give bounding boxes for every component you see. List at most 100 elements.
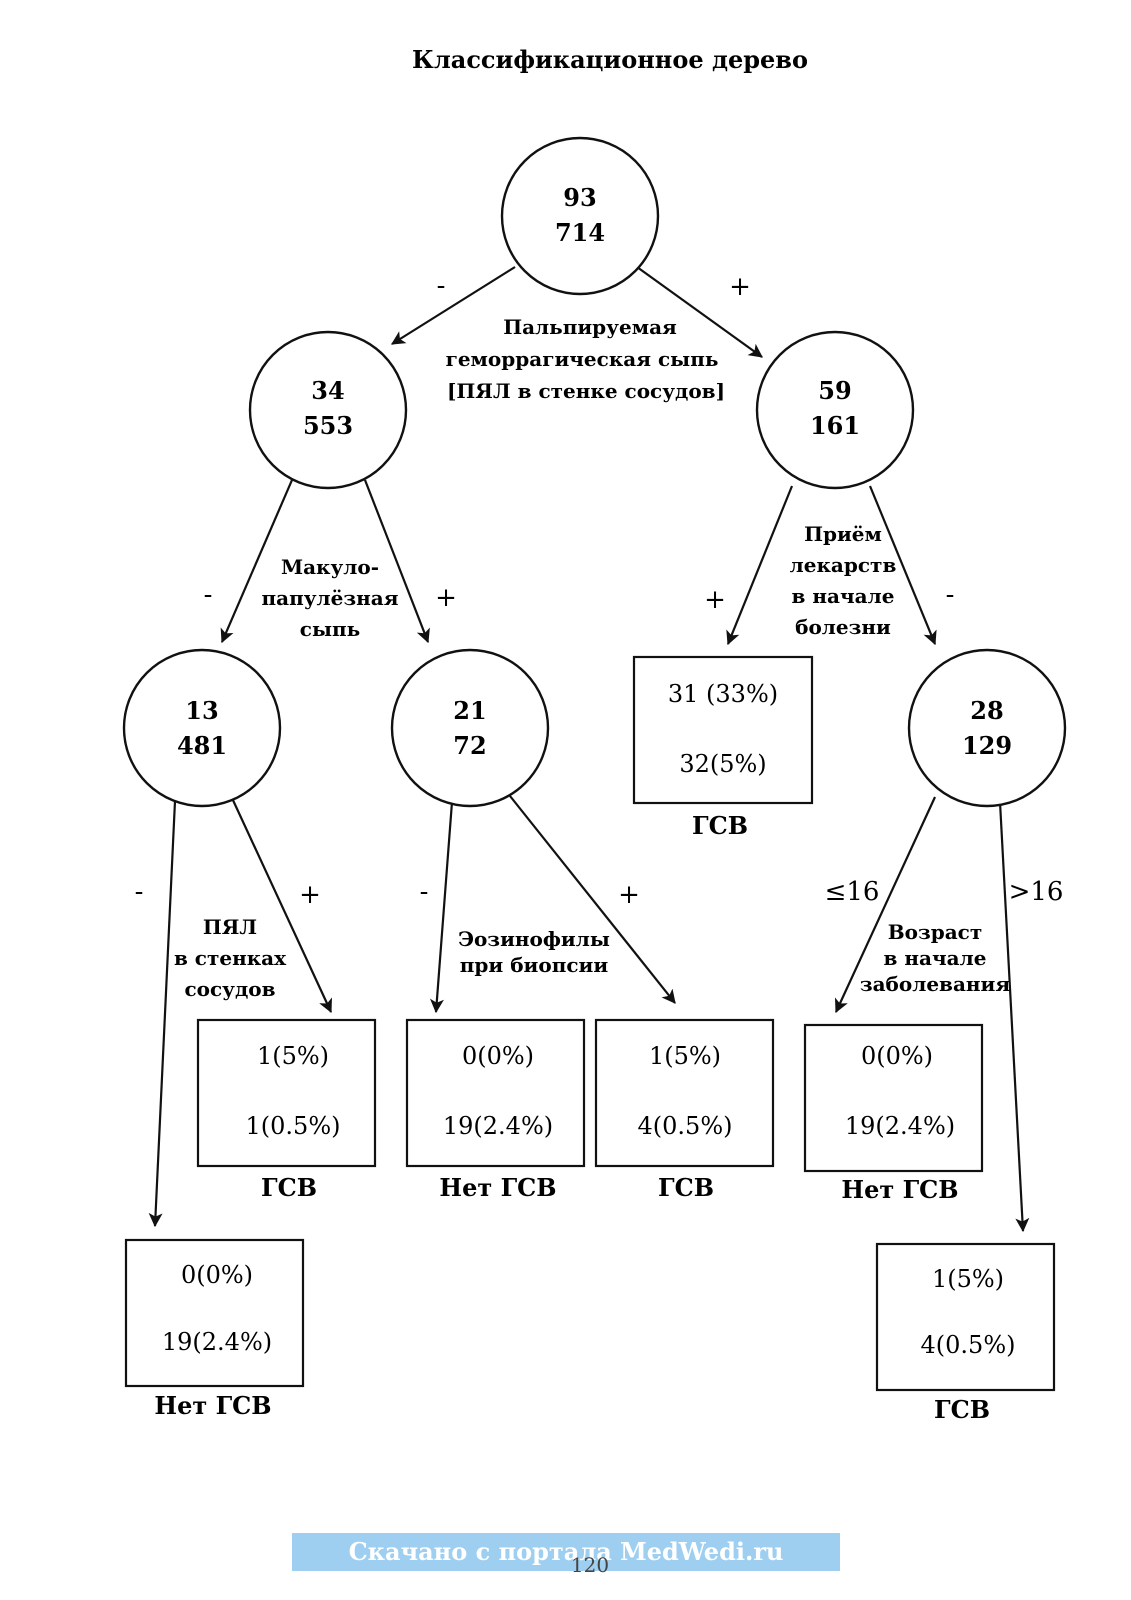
page-number: 120	[570, 1553, 610, 1577]
node-left: 34 553	[248, 330, 408, 490]
leaf-count-positive: 1(5%)	[932, 1265, 1004, 1293]
leaf-right-plus: 31 (33%) 32(5%) ГСВ	[632, 655, 814, 840]
node-left-total: 553	[303, 411, 353, 440]
leaf-rr-gt: 1(5%) 4(0.5%) ГСВ	[875, 1242, 1056, 1424]
split-label-line: в стенках	[174, 946, 287, 970]
node-right-positive: 59	[818, 376, 851, 405]
edge-sign-labels: - + - + + - - + - + ≤16 >16	[135, 271, 1064, 910]
edge-ll-plus	[231, 797, 332, 1014]
edge-label-lr-plus: +	[618, 880, 640, 910]
leaf-count-total: 19(2.4%)	[443, 1112, 553, 1140]
edge-label-root-minus: -	[437, 271, 446, 301]
node-left-left: 13 481	[122, 648, 282, 808]
split-label-line: заболевания	[860, 972, 1011, 996]
diagram-title: Классификационное дерево	[412, 45, 808, 74]
leaf-count-total: 4(0.5%)	[638, 1112, 733, 1140]
split-label-line: в начале	[792, 584, 895, 608]
edges	[148, 266, 1030, 1233]
split-label-right-right: Возраст в начале заболевания	[860, 920, 1011, 996]
split-label-line: лекарств	[790, 553, 897, 577]
split-label-left-right: Эозинофилы при биопсии	[458, 927, 610, 977]
edge-label-lr-minus: -	[420, 877, 429, 907]
edge-left-lr	[363, 479, 430, 644]
node-left-positive: 34	[311, 376, 344, 405]
edge-rr-gt	[998, 801, 1030, 1233]
edge-ll-minus	[148, 800, 177, 1228]
split-label-right: Приём лекарств в начале болезни	[790, 522, 897, 639]
node-left-right-positive: 21	[453, 696, 486, 725]
edge-label-right-minus: -	[946, 580, 955, 610]
leaf-class-label: ГСВ	[658, 1173, 714, 1202]
edge-label-rr-gt: >16	[1009, 877, 1064, 907]
node-left-right: 21 72	[390, 648, 550, 808]
node-left-left-total: 481	[177, 731, 227, 760]
split-label-line: болезни	[795, 615, 891, 639]
edge-root-left	[391, 266, 516, 345]
split-label-line: Возраст	[888, 920, 983, 944]
leaf-count-positive: 0(0%)	[861, 1042, 933, 1070]
leaf-lr-plus: 1(5%) 4(0.5%) ГСВ	[594, 1018, 775, 1202]
leaf-rr-le: 0(0%) 19(2.4%) Нет ГСВ	[803, 1023, 984, 1204]
leaf-class-label: Нет ГСВ	[154, 1391, 271, 1420]
node-right-right: 28 129	[907, 648, 1067, 808]
edge-lr-plus	[509, 795, 676, 1004]
node-right-total: 161	[810, 411, 860, 440]
leaf-count-positive: 0(0%)	[181, 1261, 253, 1289]
leaf-count-total: 4(0.5%)	[921, 1331, 1016, 1359]
split-label-line: сосудов	[184, 977, 275, 1001]
leaf-count-positive: 1(5%)	[257, 1042, 329, 1070]
node-root-positive: 93	[563, 183, 596, 212]
node-right-right-positive: 28	[970, 696, 1003, 725]
leaf-count-total: 19(2.4%)	[845, 1112, 955, 1140]
edge-right-rr	[868, 485, 937, 646]
leaf-class-label: ГСВ	[692, 811, 748, 840]
node-left-right-total: 72	[453, 731, 486, 760]
leaf-count-positive: 1(5%)	[649, 1042, 721, 1070]
leaf-ll-minus: 0(0%) 19(2.4%) Нет ГСВ	[124, 1238, 305, 1420]
node-root: 93 714	[500, 136, 660, 296]
edge-root-right	[636, 266, 763, 358]
leaf-count-total: 32(5%)	[679, 750, 766, 778]
edge-right-leaf	[726, 485, 794, 646]
node-right-right-total: 129	[962, 731, 1012, 760]
node-right: 59 161	[755, 330, 915, 490]
split-label-line: ПЯЛ	[203, 915, 257, 939]
split-label-line: Пальпируемая	[503, 315, 677, 339]
leaf-ll-plus: 1(5%) 1(0.5%) ГСВ	[196, 1018, 377, 1202]
leaf-class-label: Нет ГСВ	[841, 1175, 958, 1204]
split-label-line: сыпь	[300, 617, 360, 641]
split-label-line: при биопсии	[460, 953, 609, 977]
split-label-line: Эозинофилы	[458, 927, 610, 951]
leaf-count-total: 19(2.4%)	[162, 1328, 272, 1356]
split-label-line: папулёзная	[261, 586, 398, 610]
edge-rr-le	[835, 796, 936, 1014]
edge-label-left-plus: +	[435, 583, 457, 613]
edge-label-root-plus: +	[729, 272, 751, 302]
edge-lr-minus	[429, 801, 454, 1014]
split-label-line: Приём	[804, 522, 882, 546]
leaf-count-total: 1(0.5%)	[246, 1112, 341, 1140]
split-label-root: Пальпируемая геморрагическая сыпь [ПЯЛ в…	[446, 315, 725, 403]
edge-label-ll-plus: +	[299, 880, 321, 910]
leaf-class-label: ГСВ	[261, 1173, 317, 1202]
split-label-line: Макуло-	[281, 555, 379, 579]
split-label-line: [ПЯЛ в стенке сосудов]	[447, 379, 725, 403]
watermark-banner[interactable]: Скачано с портала MedWedi.ru	[292, 1533, 840, 1571]
split-label-left-left: ПЯЛ в стенках сосудов	[174, 915, 287, 1001]
leaf-class-label: ГСВ	[934, 1395, 990, 1424]
edge-label-right-plus: +	[704, 585, 726, 615]
leaf-count-positive: 0(0%)	[462, 1042, 534, 1070]
split-label-line: геморрагическая сыпь	[446, 347, 719, 371]
edge-label-ll-minus: -	[135, 877, 144, 907]
leaf-class-label: Нет ГСВ	[439, 1173, 556, 1202]
node-left-left-positive: 13	[185, 696, 218, 725]
edge-label-left-minus: -	[204, 580, 213, 610]
split-label-left: Макуло- папулёзная сыпь	[261, 555, 398, 641]
node-root-total: 714	[555, 218, 605, 247]
edge-left-ll	[220, 479, 294, 644]
edge-label-rr-le: ≤16	[825, 877, 880, 907]
leaf-count-positive: 31 (33%)	[668, 680, 778, 708]
leaf-lr-minus: 0(0%) 19(2.4%) Нет ГСВ	[405, 1018, 586, 1202]
split-label-line: в начале	[884, 946, 987, 970]
